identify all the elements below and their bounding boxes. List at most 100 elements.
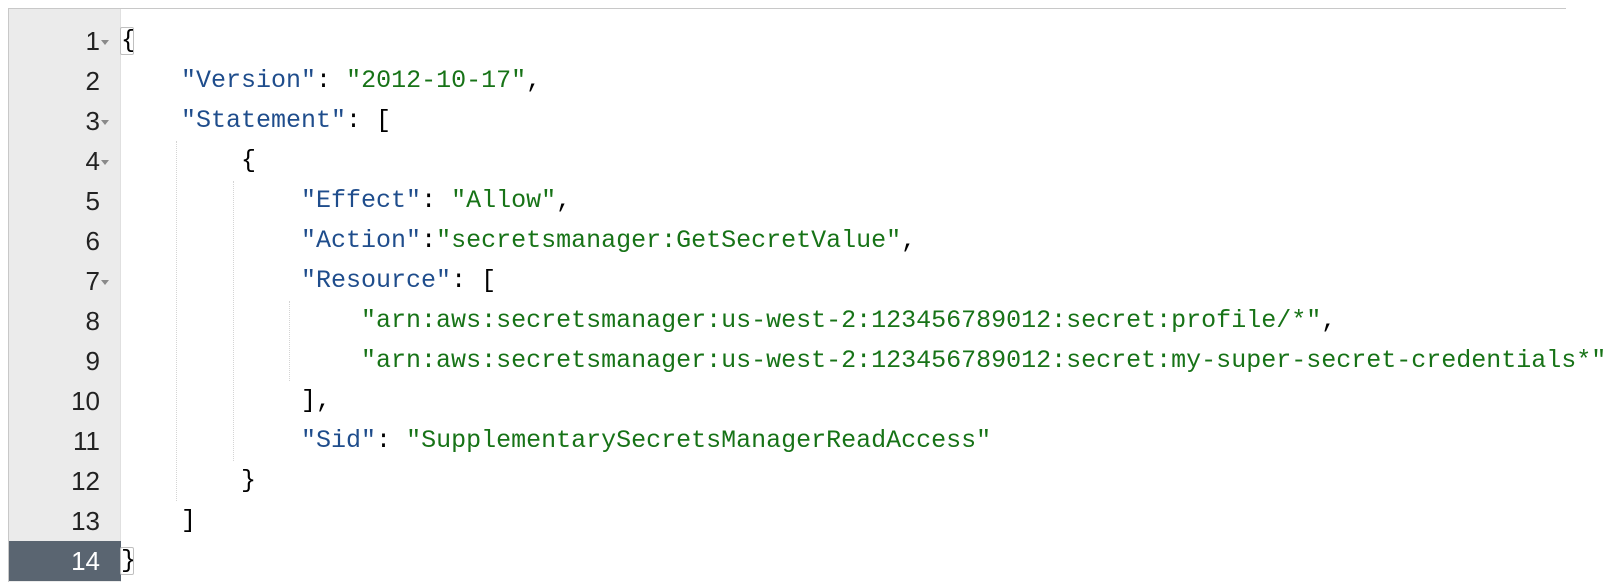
json-key: "Statement": [181, 106, 347, 135]
json-punctuation: ,: [526, 66, 542, 95]
code-line-row[interactable]: 13 ]: [9, 501, 1567, 541]
code-line-row[interactable]: 11 "Sid": "SupplementarySecretsManagerRe…: [9, 421, 1567, 461]
code-line[interactable]: {: [121, 144, 256, 178]
code-line-row[interactable]: 8 "arn:aws:secretsmanager:us-west-2:1234…: [9, 301, 1567, 341]
json-punctuation: ,: [1321, 306, 1337, 335]
code-line-row[interactable]: 2 "Version": "2012-10-17",: [9, 61, 1567, 101]
code-line-row[interactable]: 10 ],: [9, 381, 1567, 421]
gutter-cell: 7: [9, 261, 121, 301]
json-key: "Sid": [301, 426, 377, 455]
gutter-cell: 9: [9, 341, 121, 381]
matching-bracket-highlight: [120, 27, 134, 55]
code-line-row[interactable]: 14}: [9, 541, 1567, 581]
code-line[interactable]: "arn:aws:secretsmanager:us-west-2:123456…: [121, 304, 1336, 338]
json-key: "Version": [181, 66, 317, 95]
json-punctuation: }: [121, 546, 137, 575]
line-number: 12: [71, 466, 100, 496]
code-line[interactable]: {: [121, 24, 136, 58]
code-area[interactable]: [121, 9, 1566, 582]
json-punctuation: : [: [346, 106, 392, 135]
fold-toggle-icon[interactable]: [101, 280, 109, 285]
indent-space: [121, 306, 361, 335]
fold-toggle-icon[interactable]: [101, 160, 109, 165]
indent-guide: [175, 141, 177, 501]
line-number: 1: [85, 26, 100, 56]
code-line-row[interactable]: 4 {: [9, 141, 1567, 181]
gutter-cell: 13: [9, 501, 121, 541]
line-number: 10: [71, 386, 100, 416]
code-line[interactable]: }: [121, 544, 136, 578]
json-punctuation: ,: [901, 226, 917, 255]
code-line-row[interactable]: 7 "Resource": [: [9, 261, 1567, 301]
code-line[interactable]: ]: [121, 504, 196, 538]
gutter-cell: 4: [9, 141, 121, 181]
code-line-row[interactable]: 12 }: [9, 461, 1567, 501]
fold-toggle-icon[interactable]: [101, 120, 109, 125]
gutter-cell: 3: [9, 101, 121, 141]
code-line-row[interactable]: 9 "arn:aws:secretsmanager:us-west-2:1234…: [9, 341, 1606, 381]
matching-bracket-highlight: [120, 547, 134, 575]
json-string-value: "Allow": [451, 186, 557, 215]
indent-space: [121, 266, 301, 295]
line-number: 9: [85, 346, 100, 376]
json-key: "Effect": [301, 186, 422, 215]
line-number-gutter: [9, 9, 121, 582]
json-punctuation: :: [421, 226, 437, 255]
gutter-cell: 11: [9, 421, 121, 461]
json-punctuation: }: [241, 466, 257, 495]
line-number: 13: [71, 506, 100, 536]
gutter-cell: 1: [9, 21, 121, 61]
json-key: "Action": [301, 226, 422, 255]
json-punctuation: ]: [181, 506, 197, 535]
indent-guide: [289, 301, 291, 381]
code-line[interactable]: "Sid": "SupplementarySecretsManagerReadA…: [121, 424, 991, 458]
json-punctuation: ],: [301, 386, 332, 415]
line-number: 6: [85, 226, 100, 256]
indent-space: [121, 66, 181, 95]
code-line-row[interactable]: 3 "Statement": [: [9, 101, 1567, 141]
indent-guide: [232, 181, 234, 461]
json-string-value: "secretsmanager:GetSecretValue": [436, 226, 902, 255]
json-string-value: "arn:aws:secretsmanager:us-west-2:123456…: [361, 306, 1322, 335]
line-number: 8: [85, 306, 100, 336]
indent-space: [121, 186, 301, 215]
code-line[interactable]: "Action":"secretsmanager:GetSecretValue"…: [121, 224, 916, 258]
line-number: 7: [85, 266, 100, 296]
code-line[interactable]: "Statement": [: [121, 104, 391, 138]
code-line[interactable]: "arn:aws:secretsmanager:us-west-2:123456…: [121, 344, 1606, 378]
json-punctuation: :: [316, 66, 347, 95]
code-line[interactable]: ],: [121, 384, 331, 418]
json-punctuation: {: [241, 146, 257, 175]
gutter-cell: 2: [9, 61, 121, 101]
json-string-value: "arn:aws:secretsmanager:us-west-2:123456…: [361, 346, 1606, 375]
line-number: 14: [71, 546, 100, 576]
code-line-row[interactable]: 6 "Action":"secretsmanager:GetSecretValu…: [9, 221, 1567, 261]
gutter-cell: 6: [9, 221, 121, 261]
code-line[interactable]: "Effect": "Allow",: [121, 184, 571, 218]
code-line[interactable]: "Resource": [: [121, 264, 496, 298]
code-line[interactable]: }: [121, 464, 256, 498]
json-punctuation: {: [121, 26, 137, 55]
json-string-value: "SupplementarySecretsManagerReadAccess": [406, 426, 992, 455]
indent-space: [121, 226, 301, 255]
json-punctuation: : [: [451, 266, 497, 295]
indent-space: [121, 146, 241, 175]
gutter-cell: 10: [9, 381, 121, 421]
json-code-editor[interactable]: 1{2 "Version": "2012-10-17",3 "Statement…: [8, 8, 1606, 582]
active-line-gutter: 14: [9, 541, 121, 581]
code-line-row[interactable]: 5 "Effect": "Allow",: [9, 181, 1567, 221]
line-number: 3: [85, 106, 100, 136]
indent-space: [121, 426, 301, 455]
indent-space: [121, 106, 181, 135]
gutter-cell: 5: [9, 181, 121, 221]
indent-space: [121, 506, 181, 535]
line-number: 4: [85, 146, 100, 176]
code-line[interactable]: "Version": "2012-10-17",: [121, 64, 541, 98]
json-punctuation: :: [421, 186, 452, 215]
fold-toggle-icon[interactable]: [101, 40, 109, 45]
line-number: 5: [85, 186, 100, 216]
indent-space: [121, 386, 301, 415]
code-line-row[interactable]: 1{: [9, 21, 1567, 61]
gutter-cell: 8: [9, 301, 121, 341]
json-key: "Resource": [301, 266, 452, 295]
